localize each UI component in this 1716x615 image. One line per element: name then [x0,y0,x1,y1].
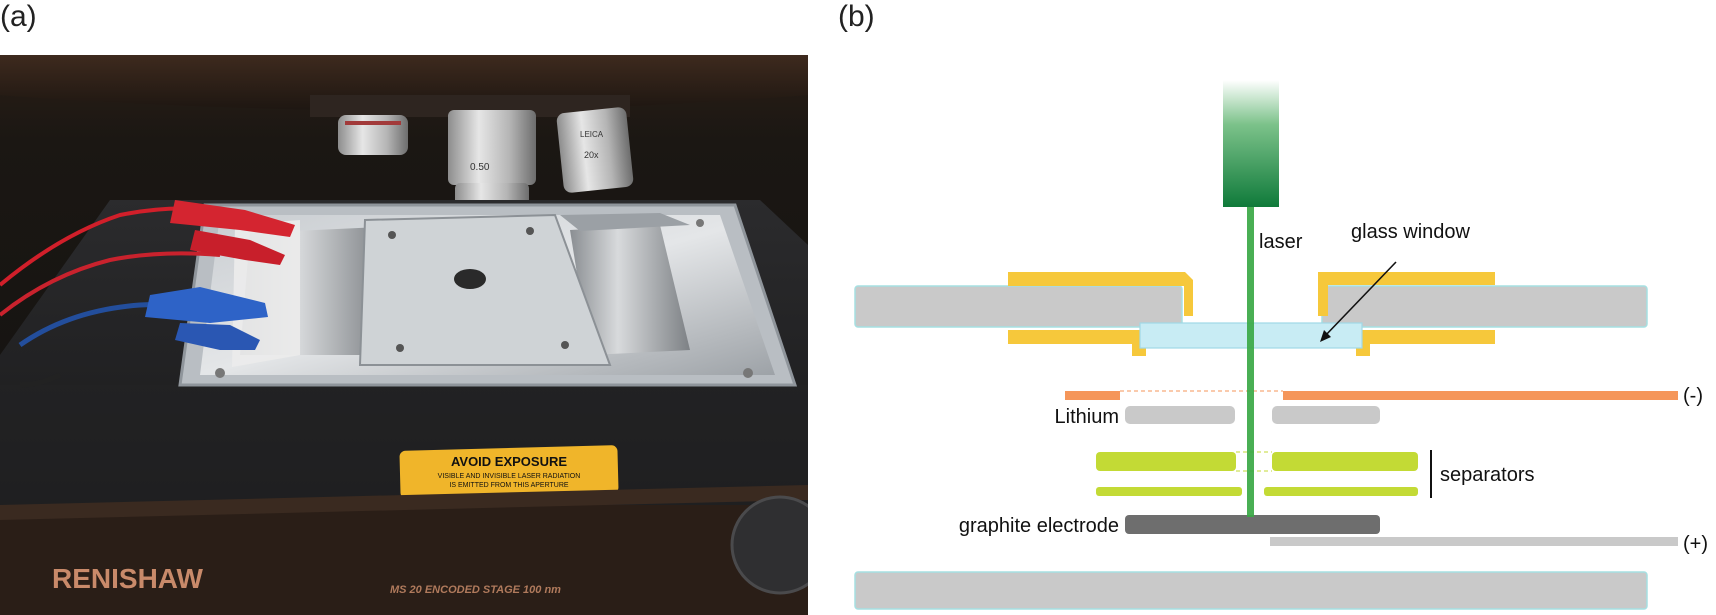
laser-label: laser [1259,231,1303,253]
negative-collector-right [1283,391,1678,400]
laser-beam [1247,207,1254,517]
separator-2-left [1096,487,1242,496]
lithium-label: Lithium [1055,406,1119,428]
glass-window-arrow [1323,261,1397,338]
red-clip [170,200,295,265]
laser-source [1223,80,1279,207]
positive-terminal-label: (+) [1683,533,1708,555]
lithium-left [1125,406,1235,424]
separators-label: separators [1440,464,1535,486]
brand-text: RENISHAW [52,563,203,594]
separator-1-left [1096,452,1236,471]
objective-center: 0.50 [448,110,536,213]
separator-1-right [1272,452,1418,471]
svg-text:IS EMITTED FROM THIS APERTURE: IS EMITTED FROM THIS APERTURE [449,482,568,489]
panel-label-b: (b) [838,0,875,33]
blue-clip [145,287,268,350]
objective-left [338,115,408,155]
laser-warning-label: AVOID EXPOSURE VISIBLE AND INVISIBLE LAS… [399,445,619,499]
svg-text:VISIBLE AND INVISIBLE LASER RA: VISIBLE AND INVISIBLE LASER RADIATION [438,473,581,480]
gold-seal-right-bottom [1356,330,1495,356]
cell-schematic: laser glass window (-) Lithium separator… [840,40,1716,615]
negative-terminal-label: (-) [1683,385,1703,407]
objective-right: LEICA 20x [556,107,634,193]
lithium-right [1272,406,1380,424]
svg-text:0.50: 0.50 [470,162,490,173]
cell-base-block [854,571,1648,610]
positive-collector [1270,537,1678,546]
setup-photograph: LEICA 20x 0.50 [0,55,808,615]
separator-2-right [1264,487,1418,496]
graphite-electrode [1125,515,1380,534]
svg-text:AVOID EXPOSURE: AVOID EXPOSURE [451,454,567,469]
glass-window-label: glass window [1351,221,1471,243]
nosepiece [310,95,630,117]
stage-knob [730,495,808,595]
graphite-electrode-label: graphite electrode [959,515,1119,537]
cell-top-left-block [854,285,1183,328]
cell-top-right-block [1321,285,1648,328]
stage-model-text: MS 20 ENCODED STAGE 100 nm [390,584,561,596]
foil-right [570,225,690,355]
svg-text:LEICA: LEICA [580,130,604,139]
cell-top-plate [358,213,612,366]
gold-seal-right-top [1318,272,1495,316]
stage-front-panel [0,505,808,615]
gold-seal-left-bottom [1008,330,1146,356]
negative-collector-left [1065,391,1120,400]
panel-label-a: (a) [0,0,37,33]
cell-window-hole [454,269,486,289]
svg-text:20x: 20x [584,150,599,160]
